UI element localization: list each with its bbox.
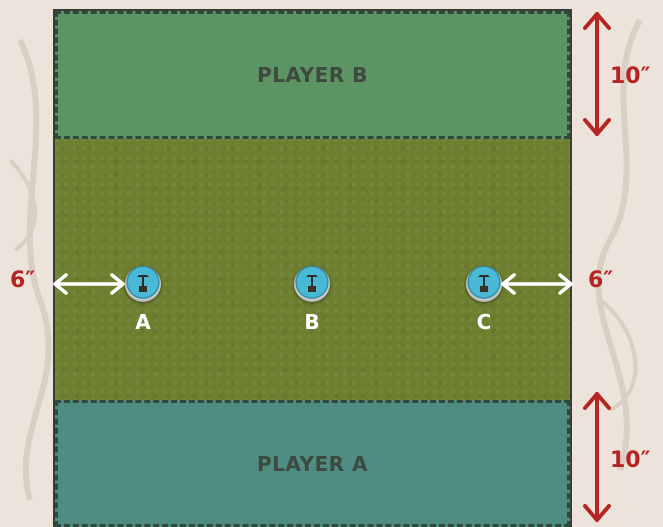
player-b-label: PLAYER B [257, 63, 368, 87]
objective-b-marker-icon [294, 266, 330, 302]
objective-c-marker-icon [466, 266, 502, 302]
objective-a-label: A [135, 310, 151, 334]
objective-a-marker-icon [125, 266, 161, 302]
objective-b-label: B [304, 310, 320, 334]
player-b-deployment-zone: PLAYER B [55, 11, 570, 139]
bottom-zone-depth-arrow [583, 392, 611, 522]
top-zone-depth-arrow [583, 12, 611, 136]
right-edge-distance-arrow [501, 273, 573, 295]
left-edge-distance-arrow [53, 273, 125, 295]
left-edge-distance-label: 6″ [10, 268, 36, 293]
objective-c-label: C [476, 310, 492, 334]
right-edge-distance-label: 6″ [588, 268, 614, 293]
top-zone-depth-label: 10″ [610, 64, 651, 89]
player-a-label: PLAYER A [257, 451, 368, 476]
bottom-zone-depth-label: 10″ [610, 448, 651, 473]
player-a-deployment-zone: PLAYER A [55, 400, 570, 527]
